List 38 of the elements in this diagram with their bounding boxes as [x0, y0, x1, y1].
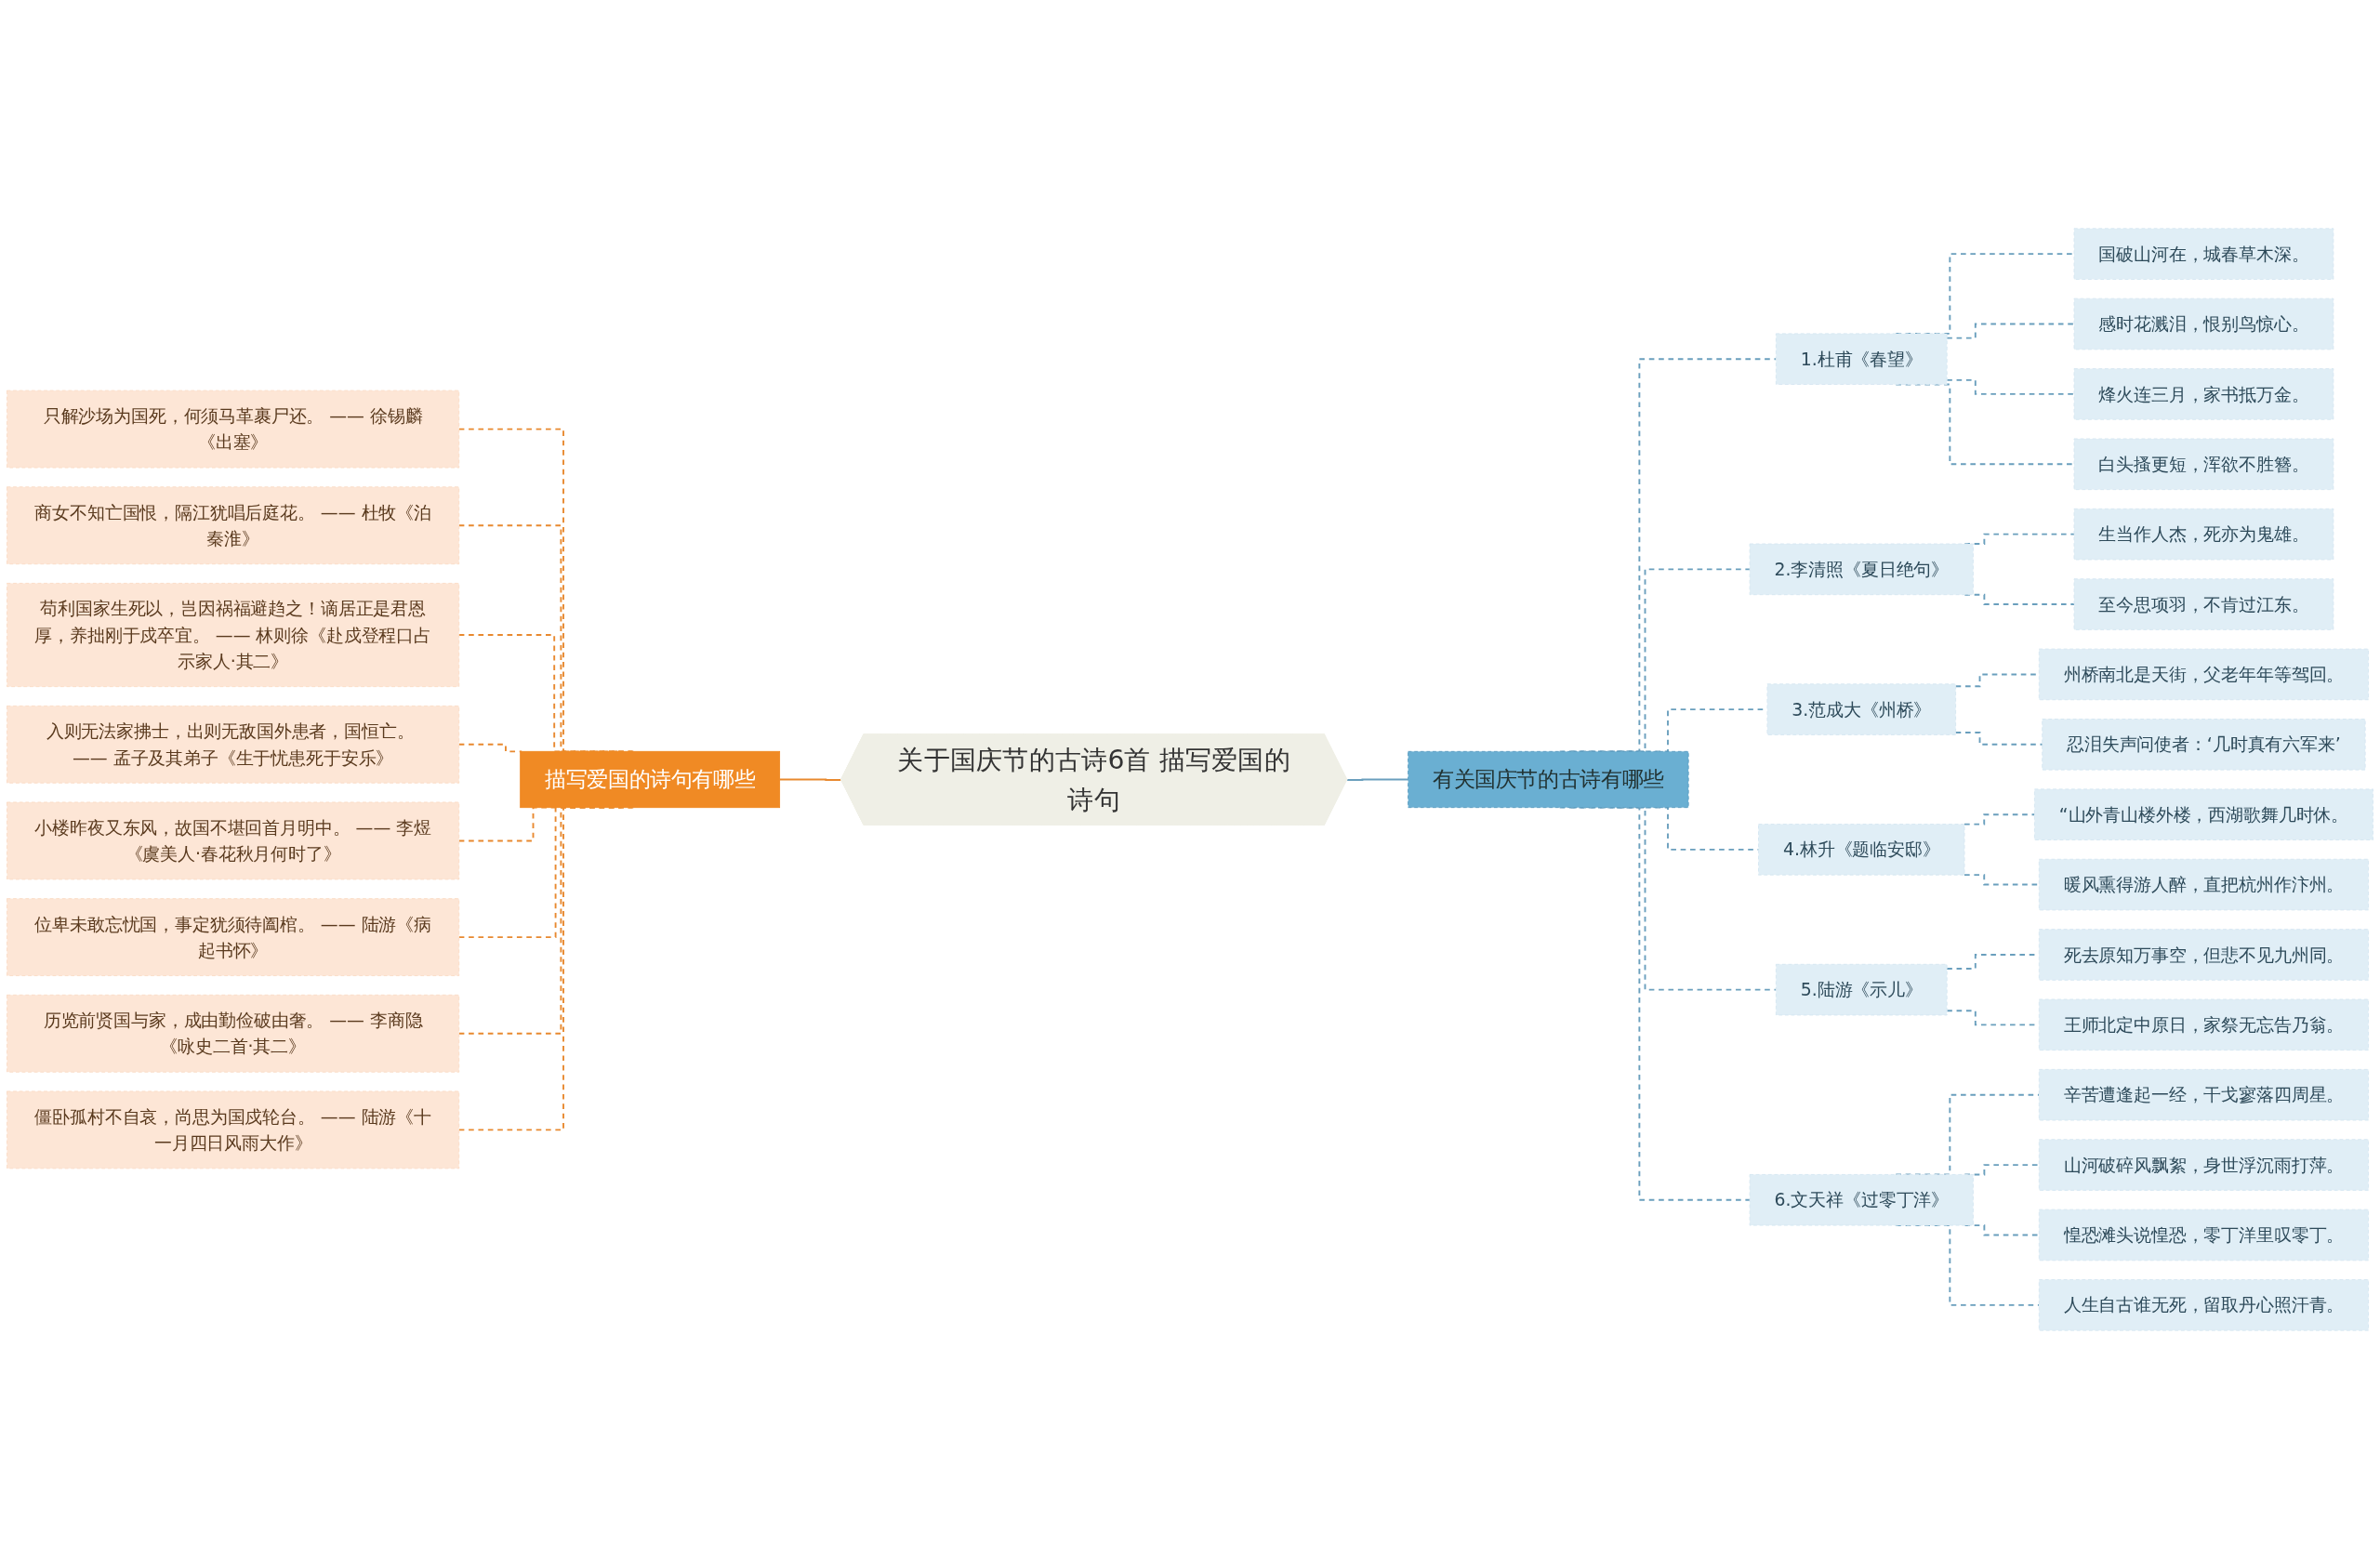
node-box: 山河破碎风飘絮，身世浮沉雨打萍。: [2038, 1139, 2370, 1191]
connector: [778, 778, 842, 781]
node-box: 忍泪失声问使者：‘几时真有六军来’: [2042, 719, 2366, 771]
connector: [1964, 813, 2036, 826]
node-box: 感时花溅泪，恨别鸟惊心。: [2073, 297, 2334, 350]
node-box: 生当作人杰，死亦为鬼雄。: [2073, 508, 2334, 561]
node-box: 入则无法家拂士，出则无敌国外患者，国恒亡。 —— 孟子及其弟子《生于忧患死于安乐》: [7, 705, 460, 784]
node-box: 历览前贤国与家，成由勤俭破由奢。 —— 李商隐《咏史二首·其二》: [7, 994, 460, 1073]
node-box: 州桥南北是天街，父老年年等驾回。: [2038, 648, 2370, 701]
node-box: 1.杜甫《春望》: [1775, 333, 1948, 386]
node-box: 位卑未敢忘忧国，事定犹须待阖棺。 —— 陆游《病起书怀》: [7, 898, 460, 977]
node-box: 4.林升《题临安邸》: [1758, 824, 1965, 876]
node-box: 烽火连三月，家书抵万金。: [2073, 368, 2334, 420]
node-box: 6.文天祥《过零丁洋》: [1749, 1173, 1974, 1226]
node-box: 暖风熏得游人醉，直把杭州作汴州。: [2038, 858, 2370, 911]
node-box: 死去原知万事空，但悲不见九州同。: [2038, 929, 2370, 981]
node-box: “山外青山楼外楼，西湖歌舞几时休。: [2033, 788, 2373, 840]
connector: [1954, 732, 2043, 746]
node-box: 辛苦遭逢起一经，干戈寥落四周星。: [2038, 1068, 2370, 1121]
node-box: 只解沙场为国死，何须马革裹尸还。 —— 徐锡麟《出塞》: [7, 390, 460, 469]
node-box: 人生自古谁无死，留取丹心照汗青。: [2038, 1279, 2370, 1331]
connector: [1346, 778, 1409, 781]
node-box: 3.范成大《州桥》: [1766, 683, 1957, 735]
node-box: 惶恐滩头说惶恐，零丁洋里叹零丁。: [2038, 1209, 2370, 1262]
node-box: 小楼昨夜又东风，故国不堪回首月明中。 —— 李煜《虞美人·春花秋月何时了》: [7, 801, 460, 880]
node-box: 有关国庆节的古诗有哪些: [1408, 750, 1689, 809]
node-box: 至今思项羽，不肯过江东。: [2073, 578, 2334, 630]
node-box: 白头搔更短，浑欲不胜簪。: [2073, 438, 2334, 491]
node-box: 描写爱国的诗句有哪些: [520, 750, 781, 809]
node-box: 5.陆游《示儿》: [1775, 963, 1948, 1016]
node-box: 僵卧孤村不自哀，尚思为国戍轮台。 —— 陆游《十一月四日风雨大作》: [7, 1090, 460, 1169]
node-box: 2.李清照《夏日绝句》: [1749, 543, 1974, 596]
node-box: 国破山河在，城春草木深。: [2073, 228, 2334, 280]
node-box: 商女不知亡国恨，隔江犹唱后庭花。 —— 杜牧《泊秦淮》: [7, 486, 460, 565]
connector: [1946, 378, 2075, 395]
connector: [1946, 323, 2075, 339]
node-box: 苟利国家生死以，岂因祸福避趋之！谪居正是君恩厚，养拙刚于戍卒宜。 —— 林则徐《赴戍登程口占示家人·其二》: [7, 582, 460, 688]
node-box: 王师北定中原日，家祭无忘告乃翁。: [2038, 998, 2370, 1051]
